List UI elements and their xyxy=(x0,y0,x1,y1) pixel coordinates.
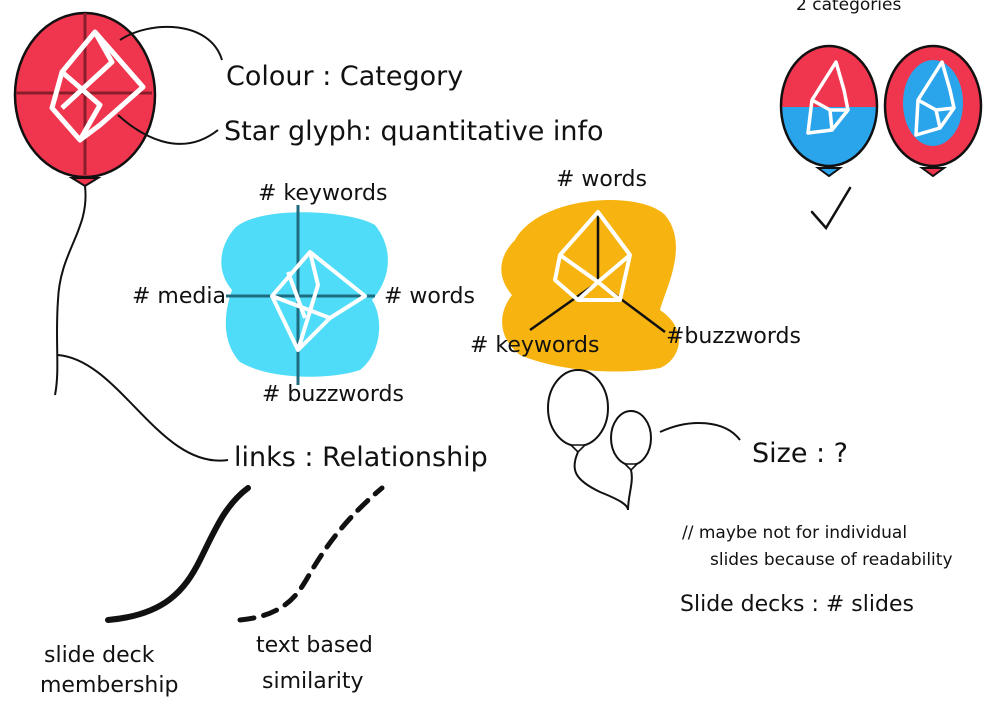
links-relationship-label: links : Relationship xyxy=(234,442,488,473)
colour-category-label: Colour : Category xyxy=(226,61,463,92)
size-balloons xyxy=(547,369,652,511)
nested-category-balloon xyxy=(883,44,983,178)
cyan-glyph-top-label: # keywords xyxy=(258,181,387,206)
red-balloon-string xyxy=(54,185,87,396)
dashed-link-caption-line2: similarity xyxy=(262,669,364,694)
amber-star-glyph xyxy=(501,200,679,372)
check-mark-icon xyxy=(810,186,852,231)
relationship-link-curve xyxy=(57,354,229,462)
glyph-pointer-line xyxy=(117,114,219,145)
solid-link-line xyxy=(105,485,251,623)
cyan-glyph-right-label: # words xyxy=(384,284,475,309)
star-glyph-label: Star glyph: quantitative info xyxy=(224,116,604,147)
dashed-link-caption-line1: text based xyxy=(256,633,373,658)
amber-glyph-right-label: #buzzwords xyxy=(666,324,801,349)
readability-note-line1: // maybe not for individual xyxy=(682,523,907,543)
two-categories-label: 2 categories xyxy=(796,0,901,15)
readability-note-line2: slides because of readability xyxy=(710,550,953,570)
amber-glyph-top-label: # words xyxy=(556,167,647,192)
colour-pointer-line xyxy=(119,25,223,61)
solid-link-caption-line1: slide deck xyxy=(44,643,155,668)
red-balloon xyxy=(13,11,157,188)
dashed-link-line xyxy=(237,485,385,623)
amber-glyph-left-label: # keywords xyxy=(470,333,599,358)
slide-decks-label: Slide decks : # slides xyxy=(680,592,914,617)
size-pointer-line xyxy=(659,422,741,441)
cyan-glyph-bottom-label: # buzzwords xyxy=(262,382,404,407)
cyan-star-glyph xyxy=(221,205,388,385)
split-category-balloon xyxy=(779,44,879,178)
size-label: Size : ? xyxy=(752,438,848,469)
cyan-glyph-left-label: # media xyxy=(132,284,226,309)
solid-link-caption-line2: membership xyxy=(40,673,178,698)
